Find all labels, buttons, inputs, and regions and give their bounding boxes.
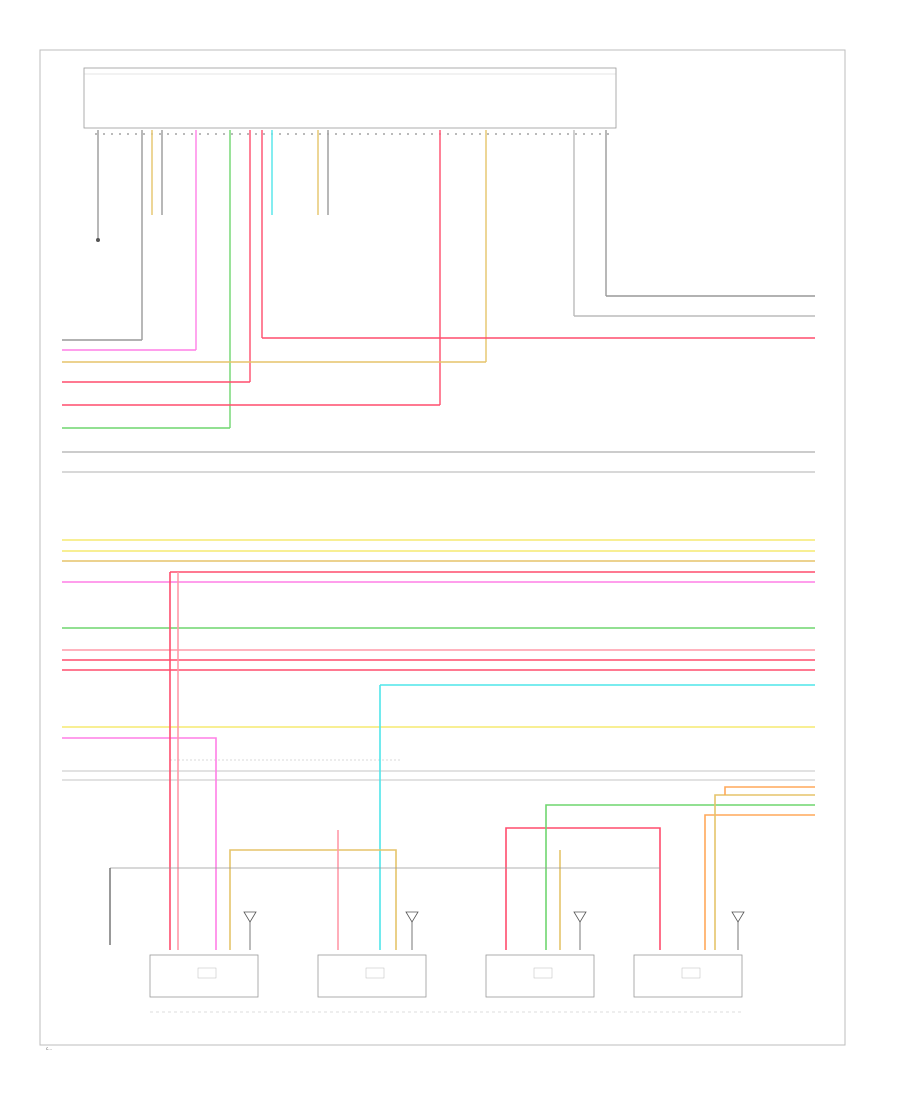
speaker-front-left [149, 954, 259, 998]
page-frame [39, 49, 846, 1046]
module-pin-row [95, 133, 609, 135]
speaker-front-right [317, 954, 427, 998]
antenna-symbols [243, 911, 745, 950]
module-wire-drops [96, 130, 607, 428]
upper-horizontal-wires [62, 295, 815, 473]
control-module [83, 67, 617, 135]
lower-bus-wires [62, 539, 815, 781]
speaker-rear-right [633, 954, 743, 998]
speaker-feed-wires [109, 572, 815, 950]
footer-code: c... [46, 1046, 52, 1051]
speaker-rear-left [485, 954, 595, 998]
